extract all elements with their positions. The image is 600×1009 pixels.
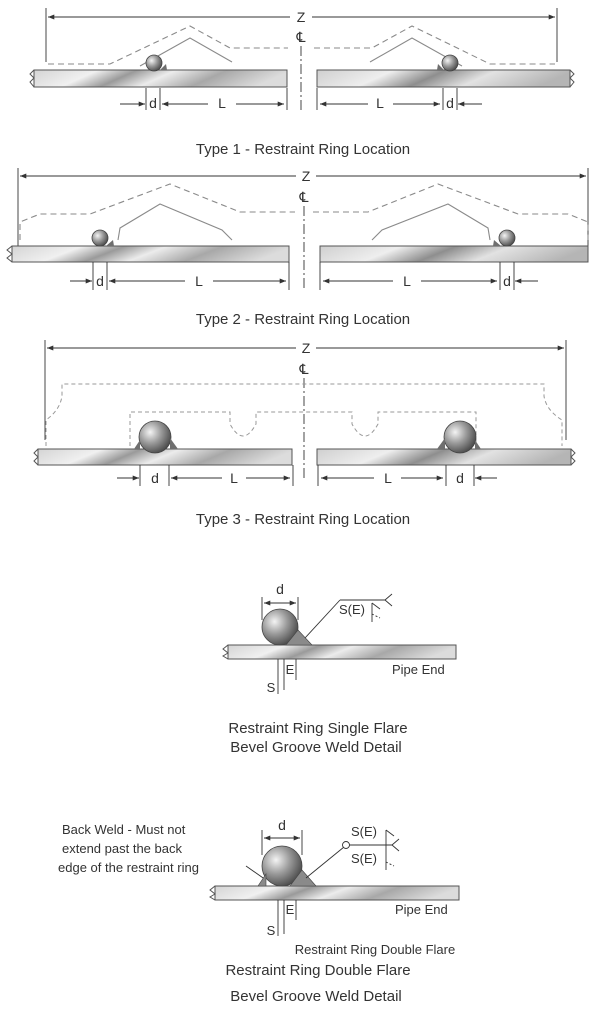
type1-pipe-right [316,69,571,88]
type2-pipe-right [319,245,589,263]
single-flare-e-label: E [286,662,295,677]
double-flare-note-line3: edge of the restraint ring [58,860,199,875]
type1-d-label-left: d [149,95,157,111]
single-flare-caption-line1: Restraint Ring Single Flare [228,720,407,737]
double-flare-note-line2: extend past the back [62,841,182,856]
double-flare-back-weld [257,873,267,887]
single-flare-d-label: d [276,581,284,597]
type2-restraint-ring-left [91,229,109,247]
type1-restraint-ring-right [441,54,459,72]
type3-restraint-ring-left [138,420,172,454]
type3-restraint-ring-right [443,420,477,454]
type3-l-label-right: L [384,470,392,486]
double-flare-front-weld [289,869,317,887]
type2-seal-outline-right [371,203,491,241]
type2-coupling-outline-right [313,183,589,240]
type3-pipe-right [316,448,572,466]
type3-z-label: Z [302,340,311,356]
type3-caption: Type 3 - Restraint Ring Location [196,511,410,528]
type3-diagram: Z ℄ d L L d Type 3 - Restraint Ring Loca… [33,340,576,528]
type2-d-label-left: d [96,273,104,289]
type1-diagram: Z ℄ d L L d Type 1 - Rest [29,8,575,158]
type3-centerline-label: ℄ [299,361,309,377]
type2-pipe-left [11,245,290,263]
type3-coupling-inner-outline [129,411,477,446]
double-flare-detail: Back Weld - Must not extend past the bac… [58,817,460,1005]
single-flare-pipe-end-label: Pipe End [392,662,445,677]
type2-coupling-outline-left [19,183,295,240]
type3-coupling-outline [45,383,563,446]
double-flare-e-label: E [286,902,295,917]
type1-coupling-outline-left [48,25,288,65]
single-flare-s-label: S [267,680,276,695]
type1-caption: Type 1 - Restraint Ring Location [196,141,410,158]
single-flare-weld-symbol: S(E) [339,602,365,617]
double-flare-pipe [214,885,460,901]
type2-restraint-ring-right [498,229,516,247]
double-flare-d-label: d [278,817,286,833]
double-flare-s-label: S [267,923,276,938]
type3-d-label-left: d [151,470,159,486]
type2-l-label-left: L [195,273,203,289]
double-flare-weld-symbol-bottom: S(E) [351,851,377,866]
type1-l-label-right: L [376,95,384,111]
single-flare-detail: d S(E) E S Pipe End Restraint Ring Singl… [222,581,457,756]
double-flare-weld-symbol-top: S(E) [351,824,377,839]
type2-d-label-right: d [503,273,511,289]
type3-l-label-left: L [230,470,238,486]
type2-centerline-label: ℄ [299,189,309,205]
type1-d-label-right: d [446,95,454,111]
type2-seal-outline-left [117,203,233,241]
double-flare-restraint-ring [261,845,303,887]
type1-restraint-ring-left [145,54,163,72]
type2-l-label-right: L [403,273,411,289]
double-flare-weld-all-around-icon [342,841,350,849]
type3-pipe-left [37,448,293,466]
type1-centerline-label: ℄ [296,29,306,45]
type3-d-label-right: d [456,470,464,486]
single-flare-pipe [227,644,457,660]
single-flare-caption-line2: Bevel Groove Weld Detail [230,739,401,756]
double-flare-caption-line2: Bevel Groove Weld Detail [230,988,401,1005]
type2-caption: Type 2 - Restraint Ring Location [196,311,410,328]
type1-pipe-left [33,69,288,88]
type2-z-label: Z [302,168,311,184]
type2-diagram: Z ℄ d L L d Type 2 - Restraint Ring Loca… [6,168,589,328]
type1-coupling-outline-right [314,25,555,65]
double-flare-sub-label: Restraint Ring Double Flare [295,942,455,957]
double-flare-note-line1: Back Weld - Must not [62,822,186,837]
double-flare-caption-line1: Restraint Ring Double Flare [225,962,410,979]
single-flare-restraint-ring [261,608,299,646]
double-flare-pipe-end-label: Pipe End [395,902,448,917]
type1-l-label-left: L [218,95,226,111]
type1-z-label: Z [297,9,306,25]
